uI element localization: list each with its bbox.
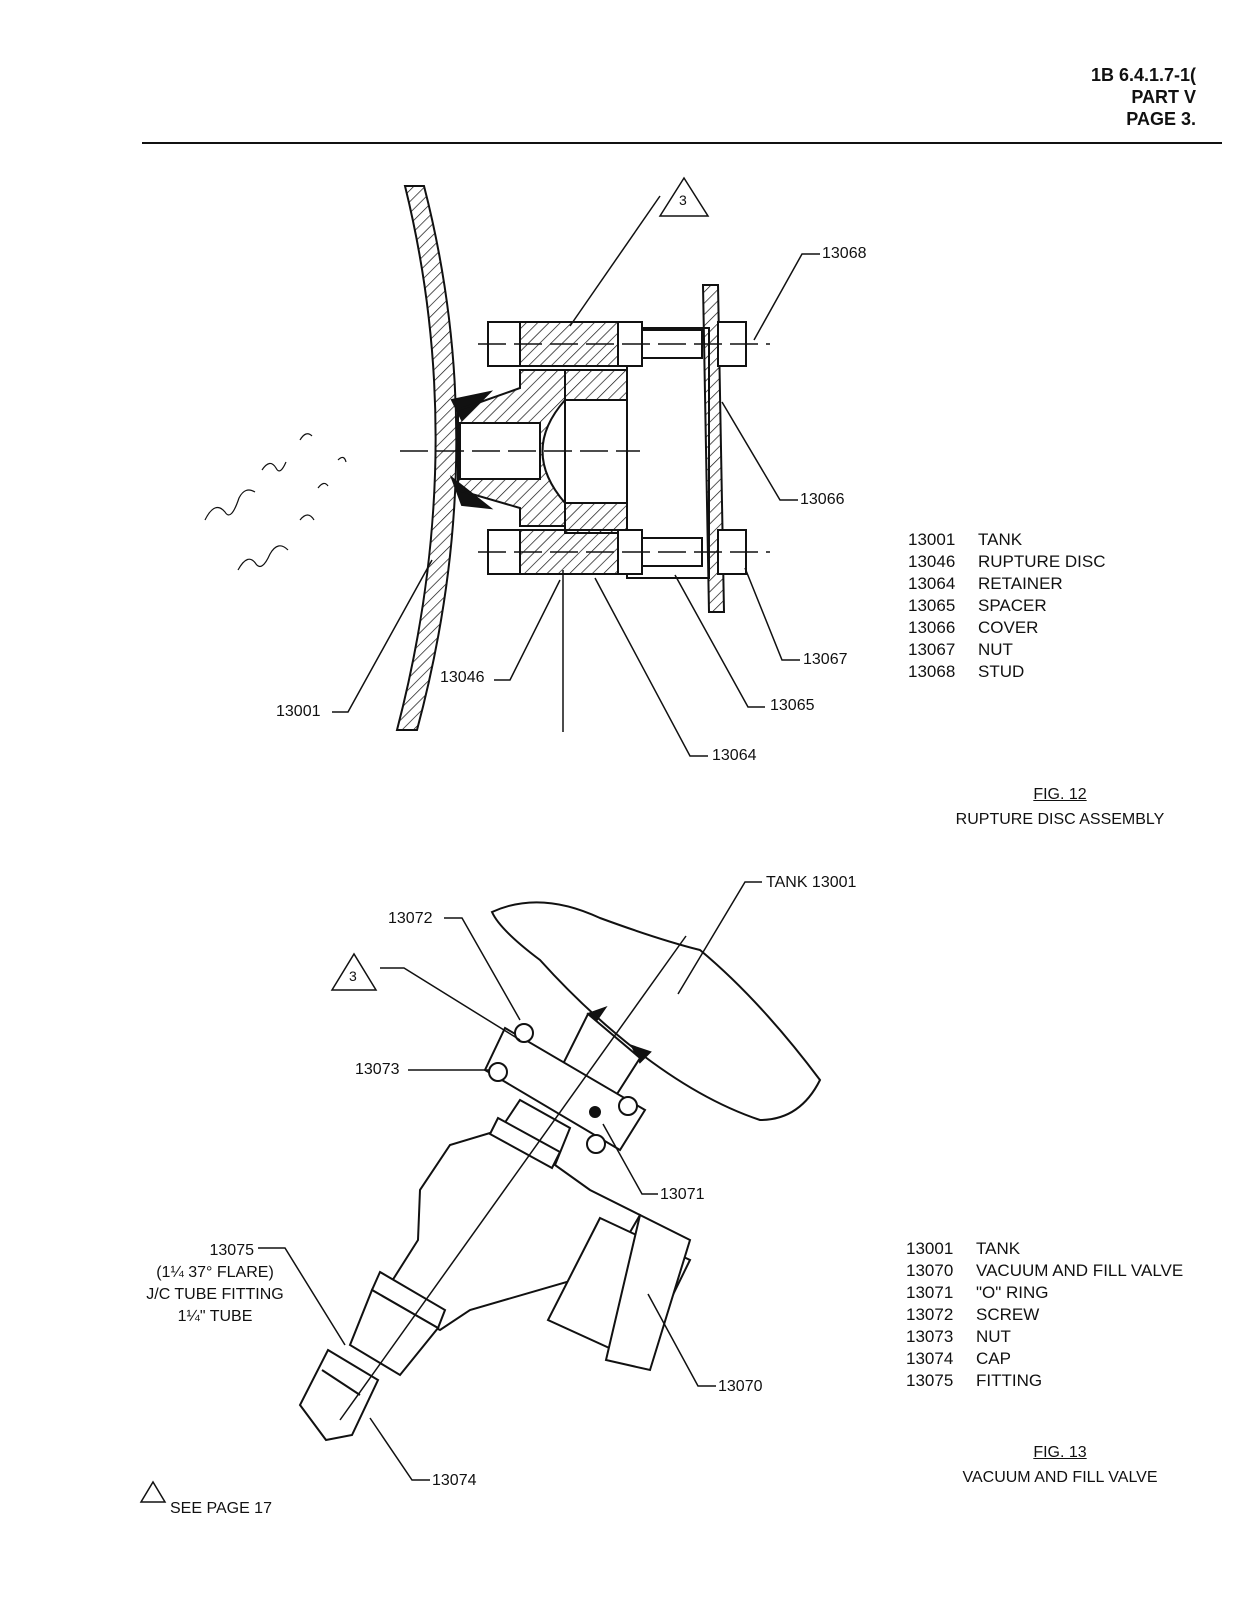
tank-blob (490, 901, 822, 1122)
callout-13068: 13068 (822, 245, 867, 262)
header-rule (142, 142, 1222, 144)
fig13-number: FIG. 13 (1033, 1444, 1087, 1461)
doc-number: 1B 6.4.1.7-1( (1090, 65, 1196, 85)
handwritten-annotation (204, 433, 347, 571)
fig13-title: VACUUM AND FILL VALVE (962, 1469, 1158, 1486)
callout-13064: 13064 (712, 747, 757, 764)
callout-13075-num: 13075 (209, 1242, 255, 1259)
callout-13075: 13075 (1¼ 37° FLARE) J/C TUBE FITTING 1¼… (140, 1240, 290, 1328)
callout-13072: 13072 (388, 910, 433, 927)
callout-13067: 13067 (803, 651, 848, 668)
marker-triangle-2 (330, 952, 378, 991)
callout-13075-tube: 1¼" TUBE (177, 1308, 253, 1325)
fig12-drawing (204, 176, 820, 757)
fig13-drawing (139, 881, 822, 1503)
note-triangle (139, 1480, 167, 1503)
fig12-title: RUPTURE DISC ASSEMBLY (955, 811, 1165, 828)
tank-wall (395, 185, 458, 731)
retainer (564, 369, 628, 401)
callout-13071: 13071 (660, 1186, 705, 1203)
fig12-number: FIG. 12 (1033, 786, 1087, 803)
page-label: PAGE 3. (1126, 109, 1196, 129)
callout-13066: 13066 (800, 491, 845, 508)
callout-13070: 13070 (718, 1378, 763, 1395)
callout-13001: 13001 (276, 703, 321, 720)
callout-tank: TANK 13001 (766, 874, 857, 891)
legend-row: 13071"O" RING (906, 1283, 1049, 1302)
marker-triangle-1 (658, 176, 710, 217)
flange (483, 1026, 647, 1152)
valve-cap (298, 1348, 380, 1442)
part-label: PART V (1131, 87, 1196, 107)
see-page-text: SEE PAGE 17 (170, 1500, 272, 1517)
page-header: 1B 6.4.1.7-1( PART V PAGE 3. (1091, 64, 1196, 130)
callout-13065: 13065 (770, 697, 815, 714)
fig12-caption: FIG. 12 RUPTURE DISC ASSEMBLY (930, 782, 1190, 832)
callout-13075-flare: (1¼ 37° FLARE) (156, 1264, 274, 1281)
callout-13074: 13074 (432, 1472, 477, 1489)
tube-end (348, 1288, 440, 1377)
callout-13046: 13046 (440, 669, 485, 686)
marker-number-1: 3 (679, 192, 687, 208)
marker-number-2: 3 (349, 968, 357, 984)
callout-13073: 13073 (355, 1061, 400, 1078)
callout-13075-fitting: J/C TUBE FITTING (146, 1286, 284, 1303)
see-page-note: SEE PAGE 17 (142, 1500, 272, 1518)
fig13-caption: FIG. 13 VACUUM AND FILL VALVE (930, 1440, 1190, 1490)
